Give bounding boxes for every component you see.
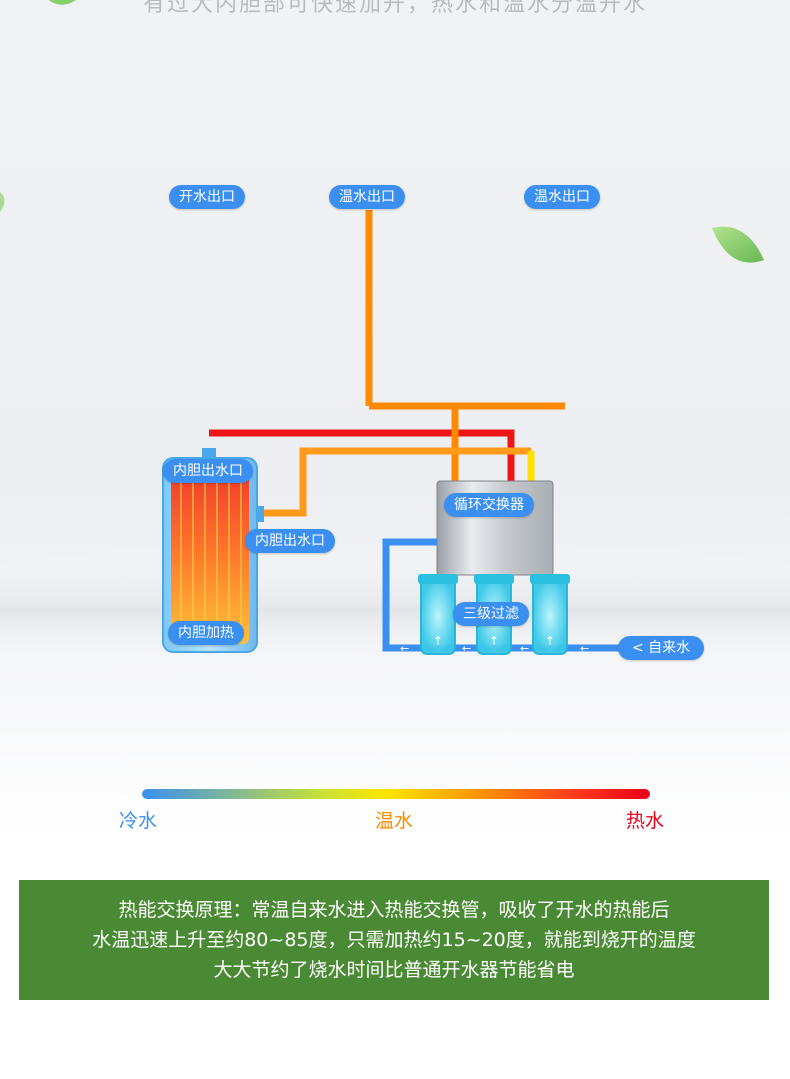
legend-warm: 温水 (375, 810, 414, 832)
legend-hot: 热水 (626, 810, 665, 832)
tank-top-outlet-label: 内胆出水口 (163, 459, 253, 483)
leaf-icon (0, 192, 5, 212)
info-line: 大大节约了烧水时间比普通开水器节能省电 (213, 959, 575, 981)
exchanger-label: 循环交换器 (444, 493, 534, 517)
info-line: 热能交换原理：常温自来水进入热能交换管，吸收了开水的热能后 (118, 899, 670, 921)
tank-side-outlet-label: 内胆出水口 (245, 529, 335, 553)
header-partial-text: 有过大内胆部可快速加开，热水和温水分温开水 (142, 0, 647, 17)
temperature-gradient-bar (142, 789, 650, 799)
info-line: 水温迅速上升至约80~85度，只需加热约15~20度，就能到烧开的温度 (92, 929, 696, 951)
tank-heating-label: 内胆加热 (168, 621, 244, 645)
svg-text:←: ← (520, 642, 529, 655)
filter-cartridges: ↑ ↑ ↑ (418, 574, 570, 655)
leaf-icon (48, 0, 76, 5)
svg-text:←: ← (400, 642, 409, 655)
boiling-water-outlet-label: 开水出口 (169, 185, 245, 209)
tank-side-pipe (262, 447, 531, 517)
svg-text:←: ← (462, 642, 471, 655)
hot-pipe-horizontal (209, 429, 515, 485)
leaf-icon (712, 226, 764, 263)
heat-exchange-info-box: 热能交换原理：常温自来水进入热能交换管，吸收了开水的热能后 水温迅速上升至约80… (19, 880, 769, 1000)
warm-water-outlet-label: 温水出口 (524, 185, 600, 209)
hot-water-tank (162, 448, 264, 653)
svg-text:←: ← (580, 642, 589, 655)
svg-text:↑: ↑ (433, 634, 443, 648)
tap-water-inlet-label: < 自来水 (618, 636, 705, 660)
filter-label: 三级过滤 (453, 602, 529, 626)
legend-cold: 冷水 (119, 810, 158, 832)
svg-text:↑: ↑ (489, 634, 499, 648)
svg-text:↑: ↑ (545, 634, 555, 648)
warm-water-outlet-label: 温水出口 (329, 185, 405, 209)
